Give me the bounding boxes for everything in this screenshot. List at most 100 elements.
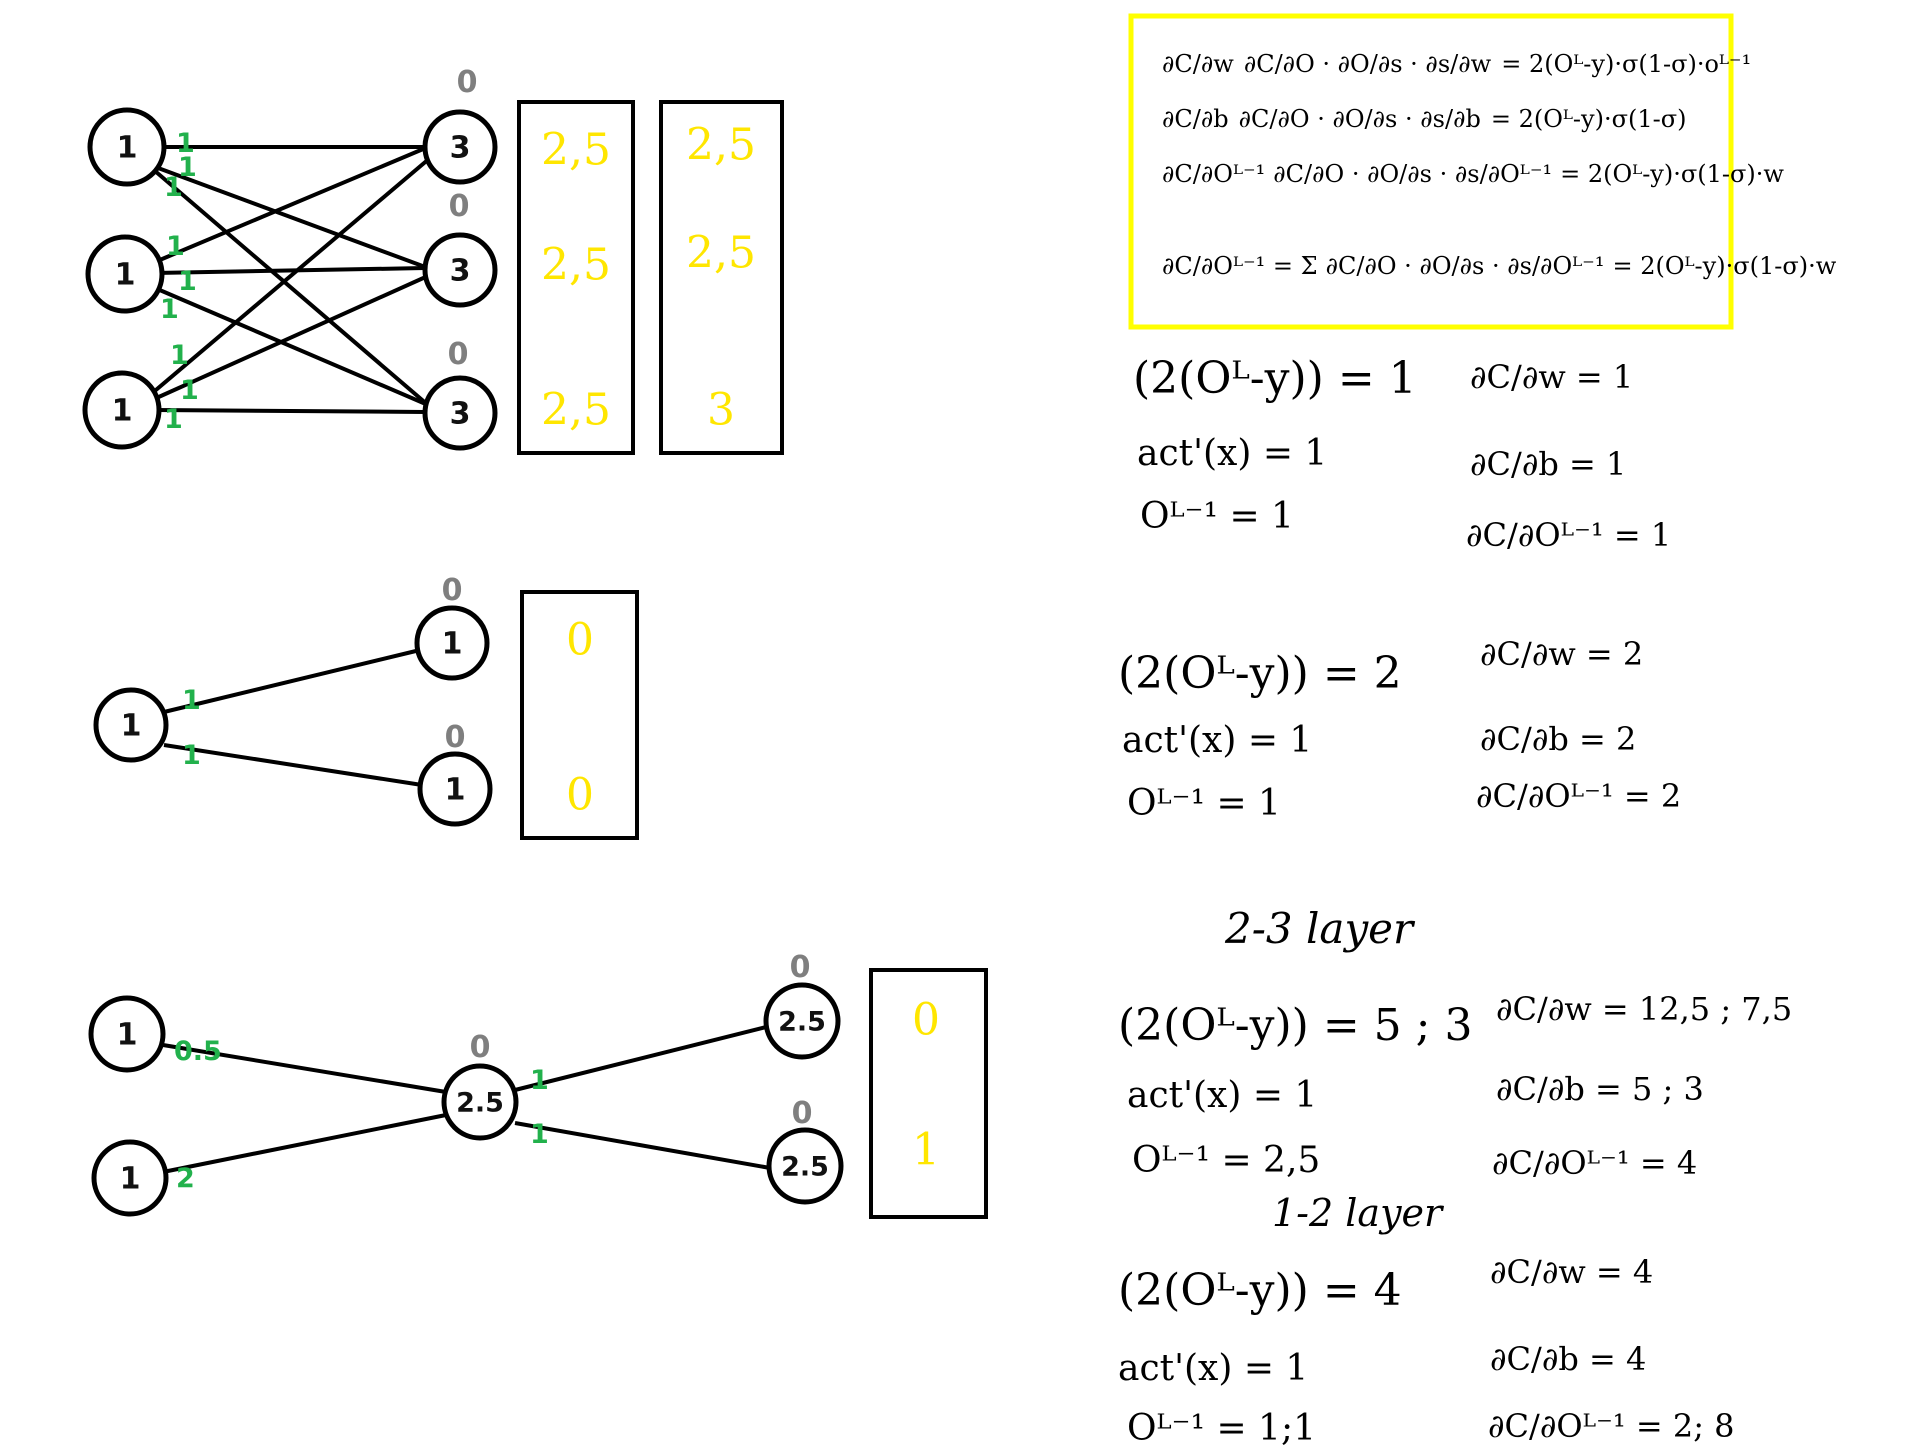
edge: [163, 648, 421, 714]
calc-error: (2(Oᴸ-y)) = 1: [1133, 353, 1417, 404]
calc-dw: ∂C/∂w = 4: [1490, 1253, 1653, 1291]
network-2-output-node: 1: [417, 751, 493, 827]
weight-label: 1: [176, 128, 195, 159]
calc-block-2: (2(Oᴸ-y)) = 2 act'(x) = 1 Oᴸ⁻¹ = 1 ∂C/∂w…: [1118, 635, 1681, 824]
formula-dc-db: ∂C/∂b∂C/∂O · ∂O/∂s · ∂s/∂b= 2(Oᴸ-y)·σ(1-…: [1162, 105, 1686, 133]
formula-chain: ∂C/∂O · ∂O/∂s · ∂s/∂Oᴸ⁻¹: [1273, 160, 1552, 188]
node-value: 3: [450, 397, 471, 432]
network-1-output-node: 3: [422, 109, 498, 185]
edge: [514, 1025, 767, 1092]
weight-label: 1: [164, 172, 183, 203]
edge: [154, 286, 429, 407]
target-value: 2,5: [541, 125, 611, 176]
calc-dprev: ∂C/∂Oᴸ⁻¹ = 2; 8: [1488, 1407, 1735, 1445]
bias-label: 0: [442, 573, 463, 608]
target-value: 0: [912, 995, 940, 1046]
calc-db: ∂C/∂b = 1: [1470, 445, 1626, 483]
calc-act: act'(x) = 1: [1137, 433, 1327, 474]
calc-prev: Oᴸ⁻¹ = 1;1: [1127, 1408, 1316, 1449]
calc-db: ∂C/∂b = 5 ; 3: [1496, 1070, 1704, 1108]
calc-error: (2(Oᴸ-y)) = 4: [1118, 1265, 1402, 1316]
node-value: 1: [445, 773, 466, 808]
node-value: 1: [121, 709, 142, 744]
target-box-a: [517, 100, 635, 455]
network-1-input-node: 1: [87, 107, 167, 187]
bias-label: 0: [445, 720, 466, 755]
network-1-edges: [146, 145, 432, 414]
heading-1-2-layer: 1-2 layer: [1272, 1191, 1445, 1235]
weight-label: 2: [176, 1163, 195, 1194]
node-value: 1: [117, 131, 138, 166]
calc-prev: Oᴸ⁻¹ = 1: [1127, 783, 1281, 824]
node-value: 1: [120, 1162, 141, 1197]
calc-dprev: ∂C/∂Oᴸ⁻¹ = 2: [1476, 777, 1681, 815]
bias-label: 0: [790, 950, 811, 985]
weight-label: 1: [530, 1119, 549, 1150]
target-box-b: [659, 100, 784, 455]
edge: [162, 1113, 447, 1174]
calc-dprev: ∂C/∂Oᴸ⁻¹ = 1: [1466, 516, 1671, 554]
weight-label: 1: [170, 340, 189, 371]
formula-lhs: ∂C/∂Oᴸ⁻¹: [1162, 160, 1265, 188]
calc-dw: ∂C/∂w = 2: [1480, 635, 1643, 673]
formula-box-border: [1128, 13, 1734, 330]
node-value: 2.5: [781, 1152, 829, 1183]
weight-label: 1: [160, 294, 179, 325]
target-value: 3: [707, 385, 735, 436]
formula-lhs: ∂C/∂Oᴸ⁻¹ = Σ: [1162, 252, 1318, 280]
formula-chain: ∂C/∂O · ∂O/∂s · ∂s/∂w: [1244, 50, 1492, 78]
calc-block-1: (2(Oᴸ-y)) = 1 act'(x) = 1 Oᴸ⁻¹ = 1 ∂C/∂w…: [1133, 353, 1671, 554]
weight-label: 1: [178, 152, 197, 183]
node-value: 3: [450, 254, 471, 289]
calc-dw: ∂C/∂w = 12,5 ; 7,5: [1496, 990, 1792, 1028]
network-1-output-node: 3: [422, 375, 498, 451]
target-box: [869, 968, 988, 1219]
calc-prev: Oᴸ⁻¹ = 1: [1140, 496, 1294, 537]
edge: [151, 273, 431, 402]
calc-error: (2(Oᴸ-y)) = 2: [1118, 648, 1402, 699]
bias-label: 0: [448, 337, 469, 372]
network-2-input-node: 1: [93, 687, 169, 763]
calc-block-3: (2(Oᴸ-y)) = 5 ; 3 act'(x) = 1 Oᴸ⁻¹ = 2,5…: [1118, 990, 1792, 1182]
formula-chain: ∂C/∂O · ∂O/∂s · ∂s/∂Oᴸ⁻¹: [1326, 252, 1605, 280]
calc-error: (2(Oᴸ-y)) = 5 ; 3: [1118, 1000, 1472, 1051]
edge: [154, 408, 426, 414]
node-value: 1: [117, 1018, 138, 1053]
network-1-output-node: 3: [422, 232, 498, 308]
weight-label: 1: [182, 685, 201, 716]
network-1-input-node: 1: [85, 234, 165, 314]
edge: [146, 163, 430, 407]
formula-rhs: = 2(Oᴸ-y)·σ(1-σ)·oᴸ⁻¹: [1501, 50, 1751, 78]
network-3-input-node: 1: [91, 1139, 169, 1217]
target-value: 2,5: [541, 240, 611, 291]
weight-label: 1: [166, 231, 185, 262]
edge: [154, 145, 429, 264]
weight-label: 1: [180, 375, 199, 406]
target-value: 2,5: [541, 385, 611, 436]
heading-2-3-layer: 2-3 layer: [1224, 904, 1416, 953]
target-value: 2,5: [686, 228, 756, 279]
calc-prev: Oᴸ⁻¹ = 2,5: [1132, 1140, 1320, 1181]
formula-dc-dprev-sum: ∂C/∂Oᴸ⁻¹ = Σ ∂C/∂O · ∂O/∂s · ∂s/∂Oᴸ⁻¹= 2(…: [1162, 252, 1837, 280]
formula-rhs: = 2(Oᴸ-y)·σ(1-σ): [1491, 105, 1687, 133]
formula-lhs: ∂C/∂b: [1162, 105, 1229, 133]
formula-rhs: = 2(Oᴸ-y)·σ(1-σ)·w: [1612, 252, 1836, 280]
network-3: 1 1 2.5 2.5 2.5 0 0 0 0.5 2 1 1 0 1: [88, 950, 988, 1219]
calc-block-4: (2(Oᴸ-y)) = 4 act'(x) = 1 Oᴸ⁻¹ = 1;1 ∂C/…: [1118, 1253, 1735, 1449]
formula-box: ∂C/∂w∂C/∂O · ∂O/∂s · ∂s/∂w= 2(Oᴸ-y)·σ(1-…: [1128, 13, 1837, 330]
network-3-output-node: 2.5: [766, 1127, 844, 1205]
target-value: 2,5: [686, 120, 756, 171]
network-1: 1 1 1 3 3 3 0 0 0 1 1 1 1 1 1 1 1 1 2,5 …: [82, 65, 784, 455]
network-3-input-node: 1: [88, 995, 166, 1073]
weight-label: 1: [164, 404, 183, 435]
network-1-input-node: 1: [82, 370, 162, 450]
target-value: 1: [912, 1125, 940, 1176]
edge: [163, 743, 423, 787]
calc-act: act'(x) = 1: [1118, 1348, 1308, 1389]
target-box: [520, 590, 639, 840]
formula-dc-dprev: ∂C/∂Oᴸ⁻¹∂C/∂O · ∂O/∂s · ∂s/∂Oᴸ⁻¹= 2(Oᴸ-y…: [1162, 160, 1784, 188]
weight-label: 0.5: [174, 1036, 222, 1067]
node-value: 1: [112, 394, 133, 429]
bias-label: 0: [470, 1030, 491, 1065]
target-value: 0: [566, 770, 594, 821]
